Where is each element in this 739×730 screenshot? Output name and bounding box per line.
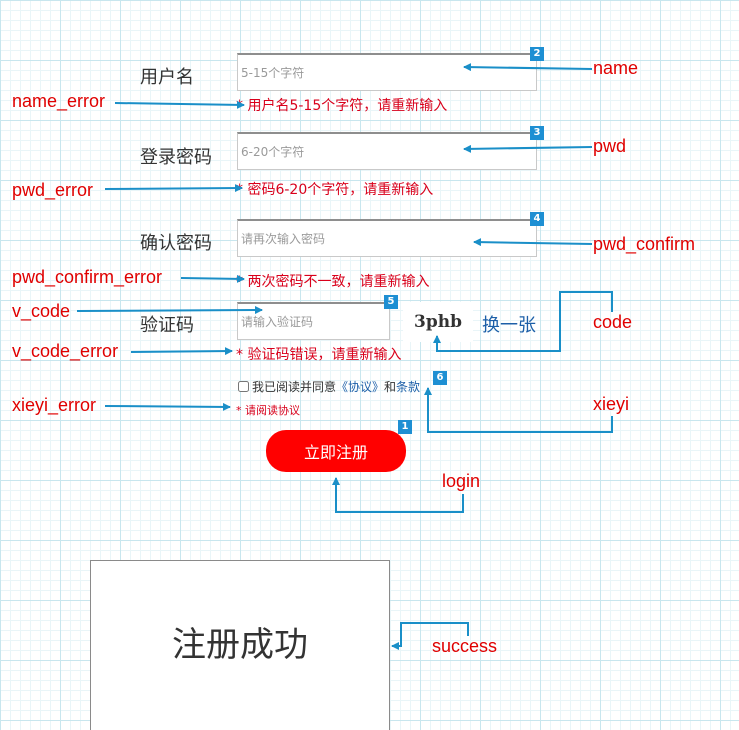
annotation-pwd-confirm: pwd_confirm	[593, 234, 696, 254]
annotation-pwd-confirm-error: pwd_confirm_error	[12, 267, 163, 287]
vcode-error: * 验证码错误，请重新输入	[236, 347, 402, 363]
arrow-pwd-confirm-error	[180, 274, 245, 283]
arrow-pwd-error	[104, 184, 243, 193]
agreement-checkbox[interactable]	[238, 381, 249, 392]
annotation-v-code-error: v_code_error	[12, 341, 119, 361]
annotation-success: success	[432, 636, 498, 656]
annotation-pwd-error: pwd_error	[12, 180, 94, 200]
annotation-pwd: pwd	[593, 136, 627, 156]
annotation-name-error: name_error	[12, 91, 106, 111]
arrow-xieyi	[424, 387, 613, 433]
success-panel: 注册成功	[90, 560, 390, 730]
captcha-image[interactable]: 3phb	[403, 302, 473, 342]
terms-link[interactable]: 条款	[396, 380, 421, 394]
username-input[interactable]	[237, 53, 537, 91]
register-button[interactable]: 立即注册	[266, 430, 406, 472]
badge-3: 3	[530, 126, 544, 140]
agreement-error: * 请阅读协议	[236, 404, 300, 417]
badge-2: 2	[530, 47, 544, 61]
vcode-input[interactable]	[237, 302, 390, 340]
arrow-xieyi-error	[104, 402, 231, 411]
password-error: * 密码6-20个字符，请重新输入	[236, 182, 434, 198]
username-label: 用户名	[140, 67, 194, 88]
confirm-error: * 两次密码不一致，请重新输入	[236, 274, 430, 290]
annotation-code: code	[593, 312, 633, 332]
badge-5: 5	[384, 295, 398, 309]
agreement-link[interactable]: 《协议》	[336, 380, 385, 394]
annotation-xieyi: xieyi	[593, 394, 630, 414]
vcode-label: 验证码	[140, 315, 194, 336]
annotation-xieyi-error: xieyi_error	[12, 395, 97, 415]
annotation-login: login	[442, 471, 481, 491]
arrow-v-code-error	[130, 347, 233, 356]
agreement-row: 我已阅读并同意 《协议》 和 条款	[238, 378, 420, 395]
agreement-and: 和	[384, 380, 397, 394]
arrow-name-error	[114, 100, 245, 109]
annotation-v-code: v_code	[12, 301, 71, 321]
success-text: 注册成功	[172, 625, 308, 665]
badge-1: 1	[398, 420, 412, 434]
password-label: 登录密码	[140, 147, 212, 168]
agreement-prefix: 我已阅读并同意	[252, 380, 337, 394]
refresh-captcha-link[interactable]: 换一张	[482, 315, 536, 336]
badge-4: 4	[530, 212, 544, 226]
password-input[interactable]	[237, 132, 537, 170]
badge-6: 6	[433, 371, 447, 385]
username-error: * 用户名5-15个字符，请重新输入	[236, 98, 448, 114]
annotation-name: name	[593, 58, 639, 78]
confirm-label: 确认密码	[140, 233, 212, 254]
confirm-password-input[interactable]	[237, 219, 537, 257]
